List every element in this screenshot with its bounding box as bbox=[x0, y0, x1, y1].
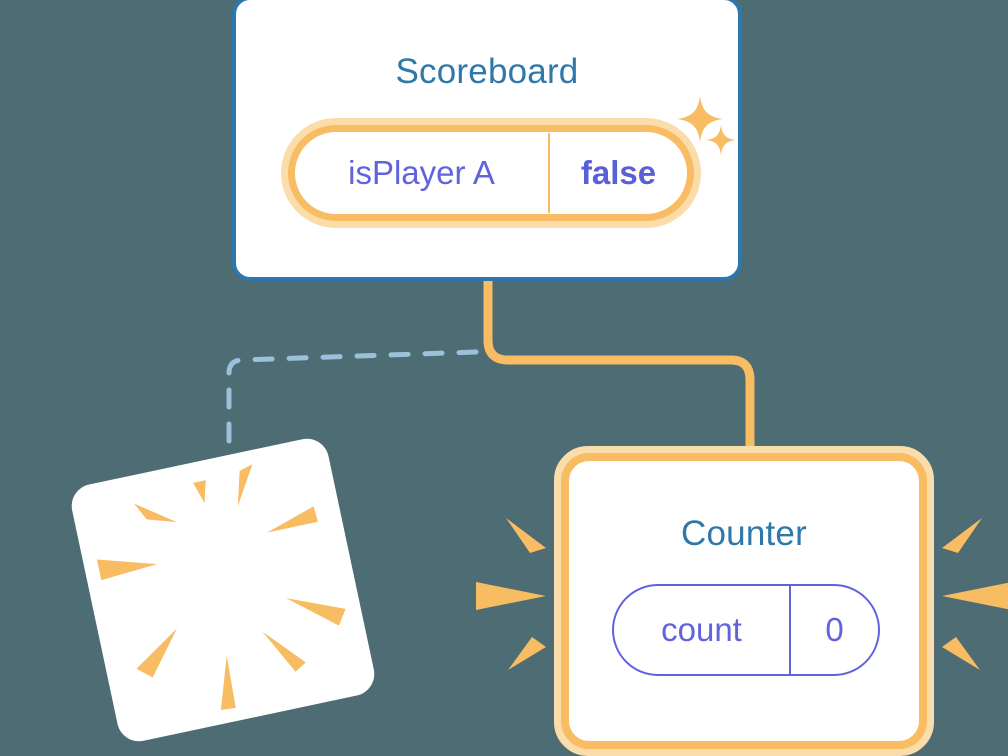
scoreboard-title: Scoreboard bbox=[395, 52, 579, 91]
connector-scoreboard-to-counter bbox=[483, 281, 755, 460]
counter-state-value: 0 bbox=[825, 611, 844, 648]
pill-divider bbox=[548, 133, 550, 213]
highlight-pill[interactable]: isPlayer A false bbox=[288, 125, 694, 221]
scoreboard-state-row[interactable]: isPlayer A false bbox=[281, 118, 701, 228]
counter-card[interactable]: Counter count 0 bbox=[554, 446, 934, 756]
pill-divider bbox=[789, 586, 791, 674]
scoreboard-card[interactable]: Scoreboard isPlayer A false bbox=[232, 0, 742, 281]
sparkle-small-icon bbox=[706, 125, 736, 155]
counter-burst-right bbox=[942, 518, 1008, 670]
scoreboard-state-value: false bbox=[580, 154, 657, 191]
scoreboard-state-key: isPlayer A bbox=[348, 154, 495, 191]
sparkle-large-icon bbox=[677, 96, 723, 142]
counter-title: Counter bbox=[681, 514, 807, 553]
counter-burst-left bbox=[476, 518, 546, 670]
counter-state-key: count bbox=[661, 611, 742, 648]
burst-rays-icon bbox=[96, 464, 346, 711]
counter-state-row[interactable]: count 0 bbox=[612, 584, 880, 676]
burst-card[interactable] bbox=[67, 434, 379, 746]
highlight-glow bbox=[281, 118, 701, 228]
